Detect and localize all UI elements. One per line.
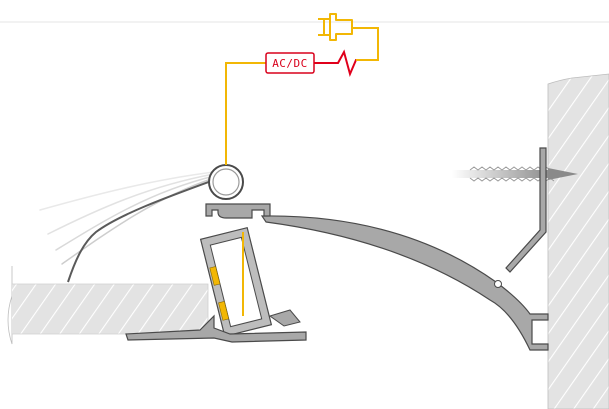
base-flange — [125, 309, 307, 343]
strip-motion-ghosts — [39, 171, 215, 265]
led-channel — [199, 226, 273, 338]
ac-dc-box: AC/DC — [265, 52, 315, 74]
flexible-strip — [67, 179, 215, 283]
ceiling-slab — [7, 266, 209, 345]
mains-wire-yellow — [352, 27, 379, 61]
power-plug-icon — [318, 13, 353, 41]
power-wire — [225, 62, 266, 165]
profile-clip — [205, 203, 271, 219]
cable-coil — [208, 164, 244, 200]
curved-diffuser-profile — [260, 147, 549, 351]
right-wall — [547, 73, 609, 409]
ac-dc-label: AC/DC — [272, 57, 308, 70]
screw-icon — [452, 166, 578, 182]
